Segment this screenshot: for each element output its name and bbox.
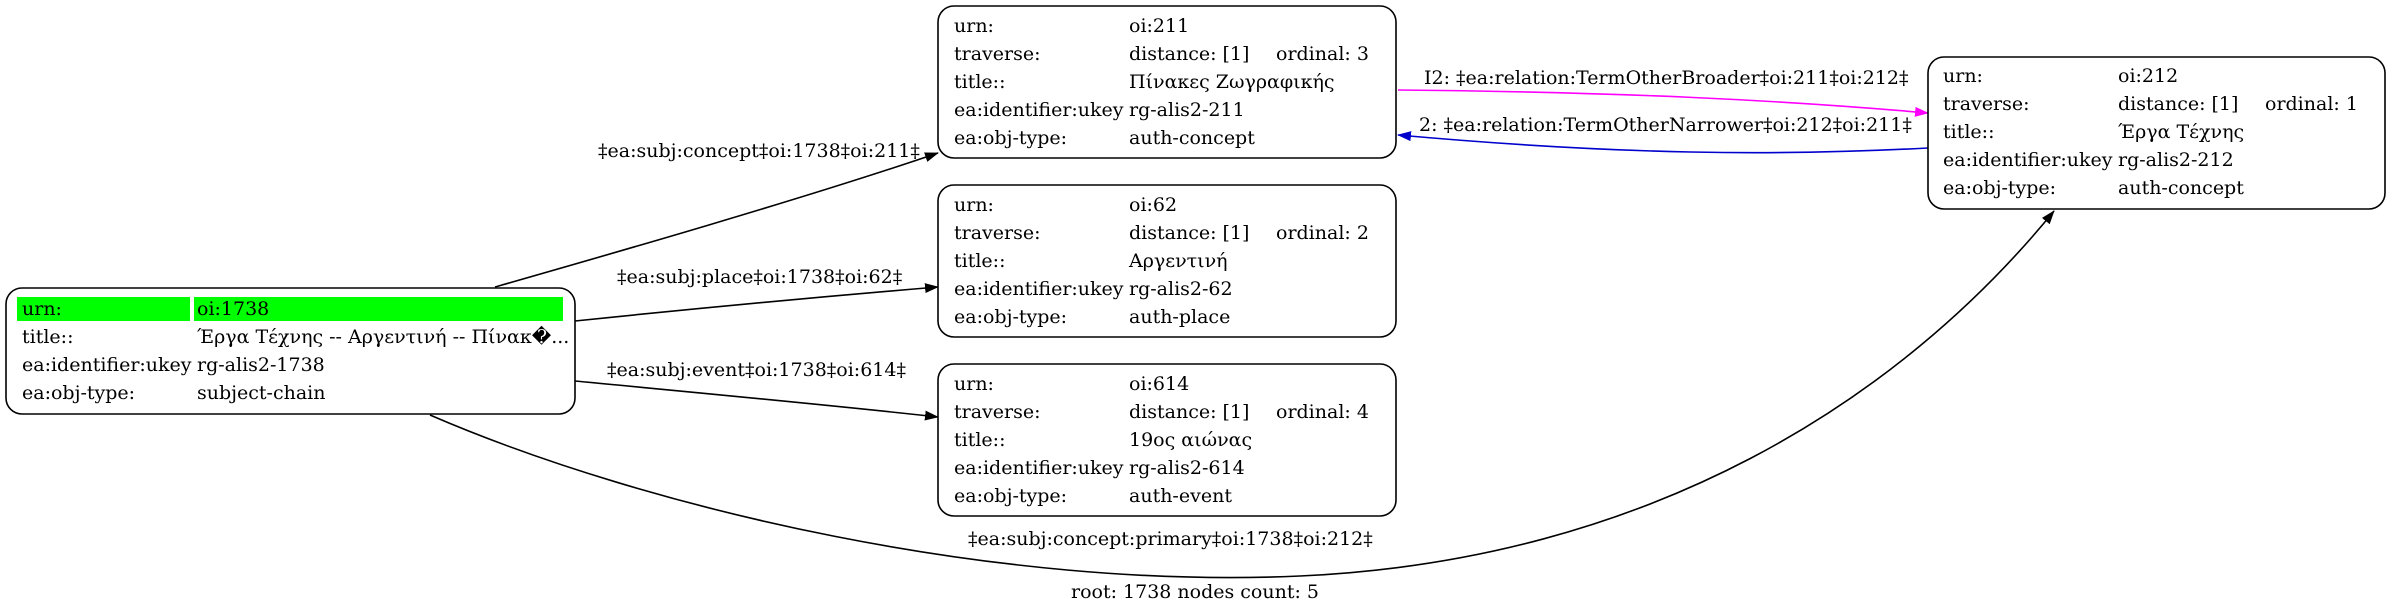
row-value: oi:1738 — [197, 298, 269, 320]
edge-root-to-211 — [494, 152, 939, 288]
row-key: title:: — [22, 326, 73, 348]
row-key: ea:obj-type: — [954, 127, 1067, 149]
row-key: ea:identifier:ukey — [1943, 149, 2113, 171]
row-value: auth-event — [1129, 485, 1232, 507]
row-value: oi:62 — [1129, 194, 1177, 216]
row-key: ea:identifier:ukey — [954, 457, 1124, 479]
node-oi-62[interactable]: urn: oi:62 traverse: distance: [1] ordin… — [937, 184, 1397, 338]
row-value: distance: [1] — [1129, 401, 1249, 423]
node-oi-614[interactable]: urn: oi:614 traverse: distance: [1] ordi… — [937, 363, 1397, 517]
row-value: rg-alis2-212 — [2118, 149, 2234, 171]
row-value: distance: [1] — [1129, 43, 1249, 65]
row-key: urn: — [1943, 65, 1983, 87]
edge-label-root-to-62: ‡ea:subj:place‡oi:1738‡oi:62‡ — [617, 266, 902, 288]
row-key: ea:obj-type: — [954, 485, 1067, 507]
row-key: traverse: — [954, 43, 1041, 65]
row-value: distance: [1] — [2118, 93, 2238, 115]
row-extra: ordinal: 2 — [1276, 222, 1369, 244]
row-value: oi:212 — [2118, 65, 2178, 87]
row-key: urn: — [954, 15, 994, 37]
highlight-value-cell — [194, 297, 563, 321]
row-key: ea:obj-type: — [1943, 177, 2056, 199]
edge-root-to-212 — [429, 210, 2055, 579]
row-value: auth-concept — [1129, 127, 1255, 149]
row-value: auth-place — [1129, 306, 1230, 328]
edge-label-root-to-614: ‡ea:subj:event‡oi:1738‡oi:614‡ — [607, 359, 906, 381]
edge-label-212-to-211: 2: ‡ea:relation:TermOtherNarrower‡oi:212… — [1419, 114, 1912, 136]
highlight-key-cell — [17, 297, 190, 321]
row-extra: ordinal: 1 — [2265, 93, 2358, 115]
row-value: rg-alis2-211 — [1129, 99, 1245, 121]
row-extra: ordinal: 4 — [1276, 401, 1369, 423]
row-key: title:: — [954, 71, 1005, 93]
row-key: traverse: — [954, 222, 1041, 244]
row-key: ea:identifier:ukey — [954, 278, 1124, 300]
row-value: Πίνακες Ζωγραφικής — [1129, 71, 1335, 93]
row-extra: ordinal: 3 — [1276, 43, 1369, 65]
row-key: title:: — [954, 250, 1005, 272]
row-value: rg-alis2-614 — [1129, 457, 1245, 479]
row-value: rg-alis2-62 — [1129, 278, 1233, 300]
row-value: rg-alis2-1738 — [197, 354, 325, 376]
graph-footer: root: 1738 nodes count: 5 — [1071, 581, 1319, 603]
node-root[interactable]: urn: oi:1738 title:: Έργα Τέχνης -- Αργε… — [5, 287, 576, 415]
row-key: urn: — [954, 373, 994, 395]
row-value: Αργεντινή — [1128, 250, 1228, 272]
edges-layer: ‡ea:subj:concept‡oi:1738‡oi:211‡ ‡ea:sub… — [429, 67, 2055, 579]
row-value: distance: [1] — [1129, 222, 1249, 244]
row-key: ea:obj-type: — [22, 382, 135, 404]
node-oi-211[interactable]: urn: oi:211 traverse: distance: [1] ordi… — [937, 5, 1397, 159]
row-key: traverse: — [954, 401, 1041, 423]
row-value: oi:211 — [1129, 15, 1189, 37]
row-value: oi:614 — [1129, 373, 1189, 395]
row-key: ea:obj-type: — [954, 306, 1067, 328]
edge-root-to-614 — [574, 380, 939, 421]
row-value: Έργα Τέχνης — [2118, 121, 2244, 143]
edge-root-to-62 — [574, 283, 939, 322]
node-oi-212[interactable]: urn: oi:212 traverse: distance: [1] ordi… — [1927, 56, 2386, 210]
row-key: ea:identifier:ukey — [954, 99, 1124, 121]
row-value: 19ος αιώνας — [1129, 429, 1252, 451]
edge-label-211-to-212: I2: ‡ea:relation:TermOtherBroader‡oi:211… — [1424, 67, 1909, 89]
row-key: urn: — [954, 194, 994, 216]
edge-label-root-to-212: ‡ea:subj:concept:primary‡oi:1738‡oi:212‡ — [968, 528, 1373, 550]
edge-212-to-211 — [1397, 131, 1929, 154]
row-key: title:: — [954, 429, 1005, 451]
row-value: auth-concept — [2118, 177, 2244, 199]
row-value: Έργα Τέχνης -- Αργεντινή -- Πίνακ�... — [197, 325, 569, 348]
edge-211-to-212 — [1397, 89, 1929, 117]
row-key: urn: — [22, 298, 62, 320]
row-key: title:: — [1943, 121, 1994, 143]
row-value: subject-chain — [197, 382, 326, 404]
edge-label-root-to-211: ‡ea:subj:concept‡oi:1738‡oi:211‡ — [598, 140, 920, 162]
row-key: traverse: — [1943, 93, 2030, 115]
row-key: ea:identifier:ukey — [22, 354, 192, 376]
